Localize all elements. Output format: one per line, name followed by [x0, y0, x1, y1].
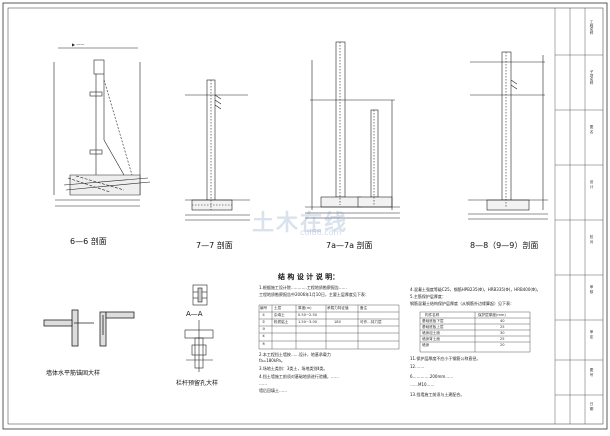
note-line: 4.挡土墙施工前须对基础地质进行验槽，……: [259, 374, 339, 379]
section-7-7-drawing: [185, 79, 250, 221]
title-block-cell: 审 定: [590, 330, 594, 339]
section-7a-7a-title: 7a—7a 剖面: [326, 241, 373, 250]
note-line: fa=180kPa。: [259, 358, 285, 363]
cover-row-value: 20: [500, 343, 505, 347]
note-line: 钢筋混凝土结构保护层厚度（从钢筋外边缘算起）见下表：: [410, 301, 514, 306]
note-line: 1.根据施工设计院…………工程地质勘察报告……: [259, 285, 347, 290]
section-7a-7a-drawing: [305, 41, 400, 219]
soil-row-no: ③: [262, 327, 266, 331]
note-line: 12.……: [410, 364, 425, 369]
soil-header-capacity: 承载力特征值: [327, 306, 349, 310]
title-block-cell: 子项名称: [590, 70, 594, 85]
note-line: 墙后回填土……: [259, 388, 287, 393]
cover-row-name: 基础底板上层: [422, 325, 444, 329]
note-line: 11.保护层厚度不应小于钢筋公称直径。: [410, 356, 481, 361]
soil-row-no: ⑤: [262, 342, 266, 346]
section-8-8-title: 8—8（9—9）剖面: [470, 241, 539, 250]
cover-row-name: 墙身: [422, 343, 430, 347]
title-block-cell: 图 号: [590, 368, 594, 377]
cover-row-name: 墙身背土面: [422, 337, 440, 341]
section-7-7-title: 7—7 剖面: [196, 241, 233, 250]
note-line: 6.…………200mm……: [410, 374, 454, 379]
wall-anchorage-title: 墙体水平筋锚固大样: [46, 370, 101, 377]
soil-row-thickness: 1.50~3.00: [298, 320, 318, 324]
soil-header-layer: 土层: [274, 306, 282, 310]
note-line: 3.场地土类别：3类土，场地类别Ⅱ类。: [259, 366, 328, 371]
section-a-a-title: A—A: [186, 310, 203, 318]
soil-header-no: 编号: [260, 306, 268, 310]
cover-table-grid: [419, 311, 531, 353]
cover-row-name: 基础底板下层: [422, 319, 444, 323]
soil-header-thickness: 厚度(m): [298, 306, 312, 310]
section-8-8-drawing: [468, 51, 548, 220]
cover-row-value: 30: [500, 331, 505, 335]
note-line: 5.主筋保护层厚度：: [410, 294, 446, 299]
watermark-logo: 土木在线: [252, 211, 349, 236]
watermark-url: coi88.com: [300, 228, 342, 237]
title-block-cell: 校 对: [590, 235, 594, 244]
railing-detail-title: 栏杆预留孔大样: [176, 380, 219, 387]
note-line: 2.本工程挡土墙按……设计，地基承载力: [259, 352, 331, 357]
note-line: ……: [259, 381, 267, 386]
section-6-6-drawing: ▶ ——: [53, 42, 151, 207]
soil-row-capacity: 180: [334, 320, 341, 324]
section-6-6-title: 6—6 剖面: [70, 237, 107, 246]
note-line: ……M10……: [410, 382, 435, 387]
cover-header-value: 保护层厚度(mm): [478, 313, 506, 317]
title-block-cell: 图 名: [590, 125, 594, 134]
soil-header-remark: 备注: [360, 306, 368, 310]
railing-hole-detail-drawing: [184, 284, 214, 372]
note-line: 4.混凝土强度等级C25，钢筋HPB235(Φ)，HRB335(Φ)，HRB40…: [410, 287, 541, 292]
soil-row-no: ④: [262, 334, 266, 338]
title-block-cell: 审 核: [590, 285, 594, 294]
cover-row-name: 墙身迎土面: [422, 331, 440, 335]
note-line: 工程地质勘察报告中2006年1月10日，主要土层厚度见下表：: [259, 292, 369, 297]
title-block-grid: [554, 8, 603, 424]
cover-row-value: 40: [500, 319, 505, 323]
wall-anchorage-detail-drawing: [43, 309, 135, 347]
svg-text:▶ ——: ▶ ——: [72, 42, 84, 47]
soil-row-thickness: 0.50~2.50: [298, 313, 318, 317]
notes-heading: 结 构 设 计 说 明：: [278, 273, 340, 281]
title-block-cell: 工程名称: [590, 20, 594, 35]
soil-row-layer: 粉质粘土: [274, 320, 289, 324]
soil-row-remark: 可作…持力层: [360, 320, 382, 324]
title-block-cell: 日 期: [590, 402, 594, 411]
note-line: 13.挡墙施工前须与土建配合。: [410, 392, 465, 397]
soil-row-layer: 杂填土: [274, 313, 285, 317]
cover-row-value: 25: [500, 337, 505, 341]
title-block-cell: 设 计: [590, 180, 594, 189]
soil-row-no: ②: [262, 320, 266, 324]
soil-row-no: ①: [262, 313, 266, 317]
cover-row-value: 25: [500, 325, 505, 329]
cover-header-name: 构件名称: [425, 313, 440, 317]
soil-table-grid: [258, 304, 400, 350]
